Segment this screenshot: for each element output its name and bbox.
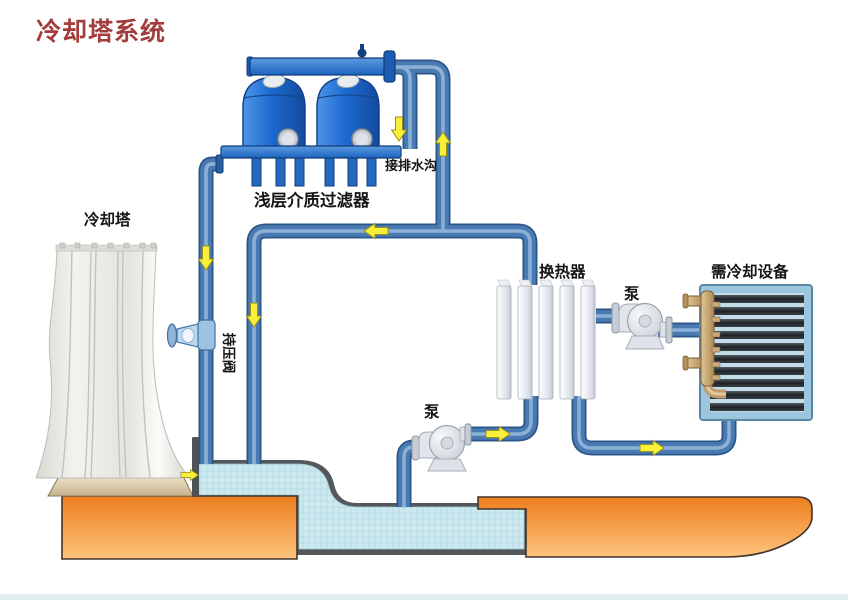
manifold-flange [383, 50, 396, 83]
ground-left-block [61, 495, 298, 560]
pressure-valve [166, 319, 216, 351]
tower-base [47, 477, 194, 497]
basin-water [198, 463, 525, 550]
label-shallow-media-filter: 浅层介质过滤器 [254, 192, 370, 210]
tower-panel-lines [61, 249, 151, 479]
manifold-valve [357, 48, 367, 58]
coil-tubes [710, 295, 804, 411]
ground [61, 495, 813, 560]
label-cooling-equipment: 需冷却设备 [711, 264, 789, 281]
label-pressure-valve: 持压阀 [221, 332, 236, 374]
page-title: 冷却塔系统 [36, 18, 167, 46]
label-cooling-tower: 冷却塔 [84, 212, 131, 229]
filter-assembly [215, 44, 402, 187]
brass-manifold [682, 290, 726, 399]
tower-top-notches [59, 242, 157, 249]
tower-top-rim [55, 244, 158, 252]
top-manifold-pipe [249, 57, 391, 76]
ground-right-block [477, 496, 813, 558]
platform-flange [215, 154, 224, 174]
water-basin [195, 460, 529, 555]
filter-tank-2 [316, 73, 380, 157]
label-pump-right: 泵 [624, 286, 640, 303]
cooling-equipment [682, 284, 813, 421]
pump-right [611, 302, 673, 350]
bottom-edge-strip [0, 594, 848, 600]
label-drain-ditch: 接排水沟 [385, 158, 438, 173]
filter-tank-1 [242, 73, 306, 157]
label-heat-exchanger: 换热器 [539, 264, 586, 281]
tower-shell [35, 249, 192, 479]
cooling-tower [35, 242, 194, 497]
tank-platform [220, 145, 402, 159]
tank-legs [251, 156, 377, 187]
manifold-valve-stem [360, 44, 364, 51]
basin-weir-wall [192, 437, 199, 497]
label-pump-bottom: 泵 [424, 404, 440, 421]
pump-bottom [411, 423, 472, 472]
heat-exchanger [496, 279, 596, 400]
